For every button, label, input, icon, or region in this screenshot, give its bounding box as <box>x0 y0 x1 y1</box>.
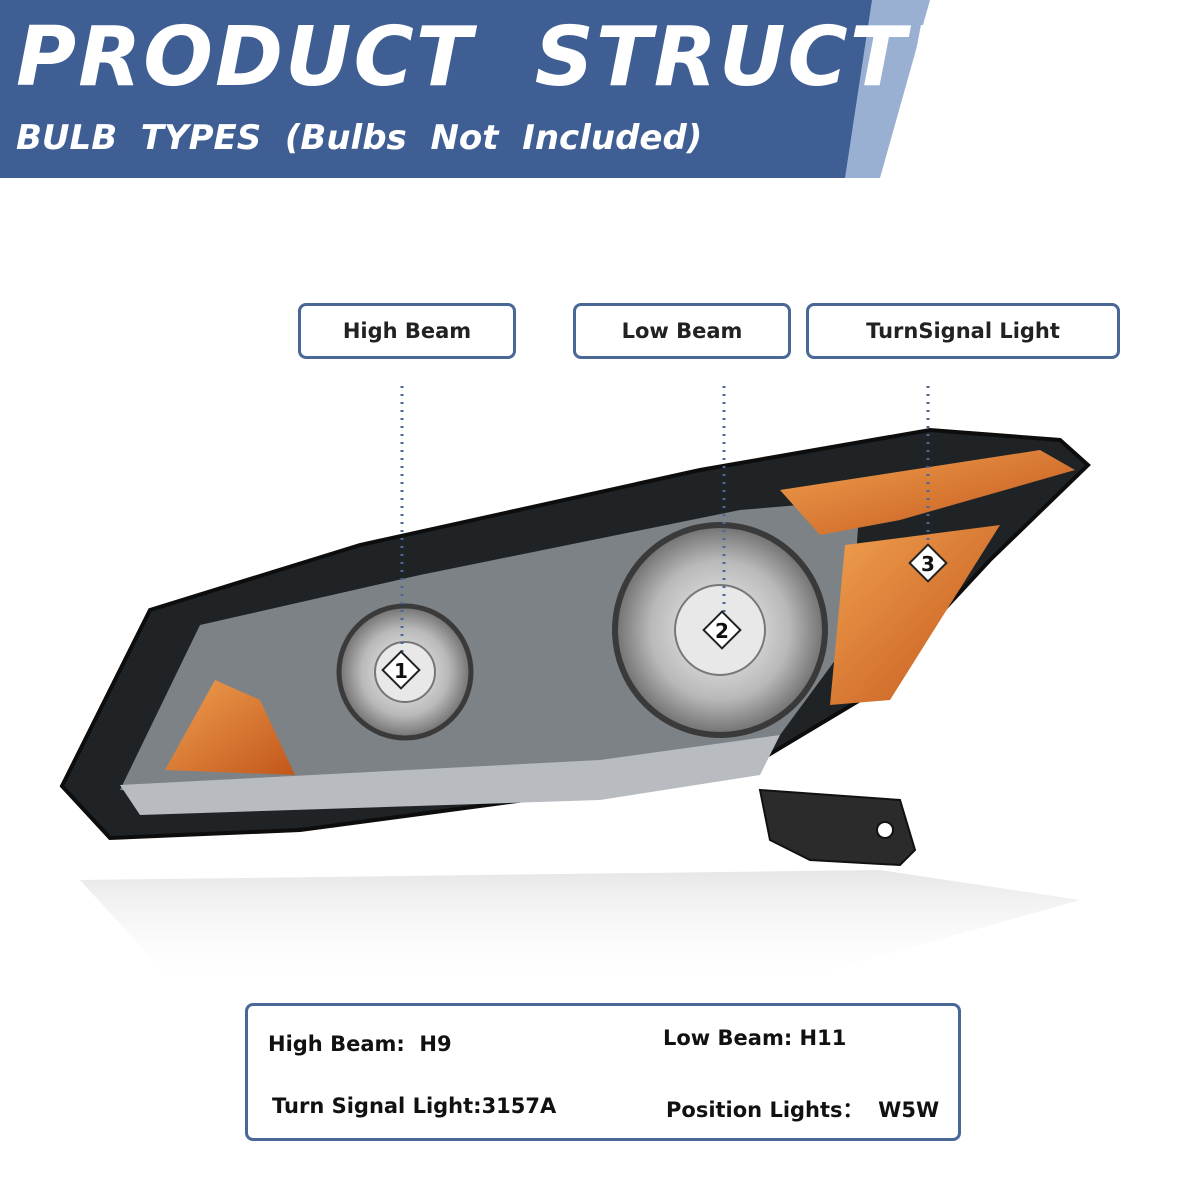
marker-2-number: 2 <box>715 619 729 643</box>
mounting-bracket <box>758 788 917 867</box>
header-banner: PRODUCT STRUCTURE BULB TYPES (Bulbs Not … <box>0 0 1200 180</box>
turn-signal-lens <box>830 525 1000 705</box>
callout-high-beam: High Beam <box>298 303 516 359</box>
marker-3-number: 3 <box>921 552 935 576</box>
headlight-reflection <box>80 870 1080 990</box>
banner-background <box>0 0 930 178</box>
front-amber-lens <box>165 680 295 775</box>
bulb-spec-box: High Beam: H9 Low Beam: H11 Turn Signal … <box>245 1003 961 1141</box>
spec-low-beam: Low Beam: H11 <box>663 1026 847 1050</box>
callout-low-beam: Low Beam <box>573 303 791 359</box>
headlight-assembly-image: 1 2 3 <box>59 380 1091 990</box>
marker-1-diamond-icon: 1 <box>381 650 421 690</box>
spec-high-beam: High Beam: H9 <box>268 1032 452 1056</box>
callout-turn-signal: TurnSignal Light <box>806 303 1120 359</box>
marker-1-number: 1 <box>394 659 408 683</box>
upper-amber-strip <box>780 450 1075 535</box>
page-title: PRODUCT STRUCTURE <box>16 10 1100 105</box>
spec-position-lights: Position Lights： W5W <box>666 1098 940 1122</box>
marker-3-diamond-icon: 3 <box>908 543 948 583</box>
spec-turn-signal: Turn Signal Light:3157A <box>272 1094 557 1118</box>
page-subtitle: BULB TYPES (Bulbs Not Included) <box>16 118 703 158</box>
marker-2-diamond-icon: 2 <box>702 610 742 650</box>
